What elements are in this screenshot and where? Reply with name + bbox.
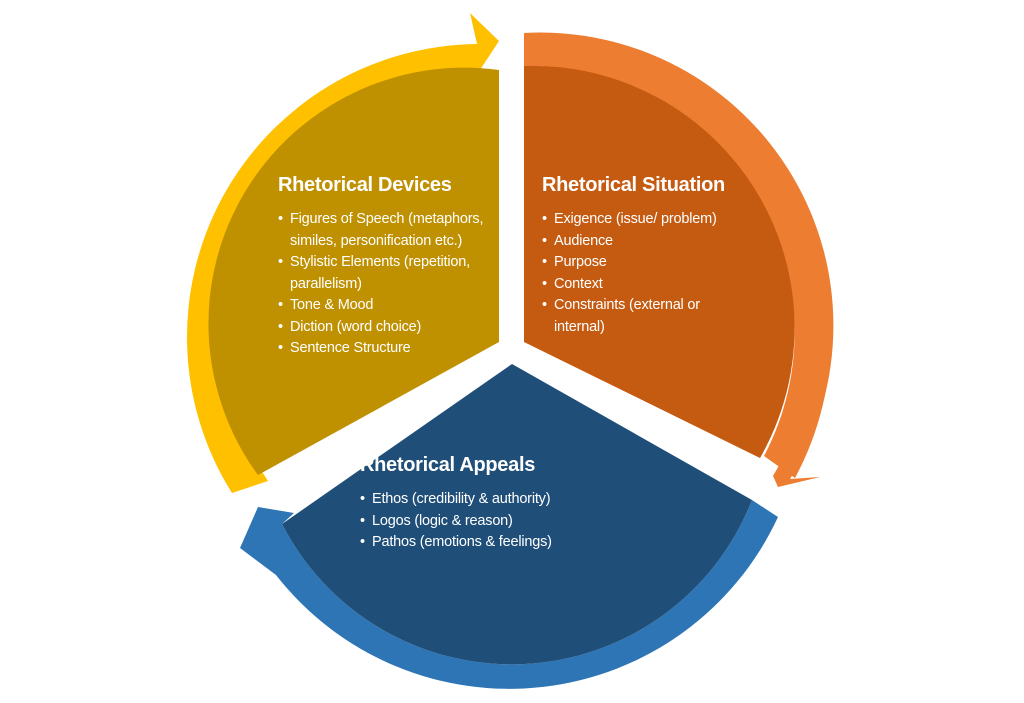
list-item: Audience [542,231,732,253]
situation-panel: Rhetorical Situation Exigence (issue/ pr… [542,174,732,338]
list-item: Diction (word choice) [278,317,486,339]
appeals-list: Ethos (credibility & authority) Logos (l… [360,489,600,554]
list-item: Sentence Structure [278,338,486,360]
appeals-outer-arrow [240,500,778,689]
list-item: Logos (logic & reason) [360,511,600,533]
list-item: Exigence (issue/ problem) [542,209,732,231]
devices-list: Figures of Speech (metaphors, similes, p… [278,209,486,360]
situation-list: Exigence (issue/ problem) Audience Purpo… [542,209,732,338]
list-item: Tone & Mood [278,295,486,317]
situation-outer-band [524,32,832,479]
devices-panel: Rhetorical Devices Figures of Speech (me… [278,174,486,360]
appeals-panel: Rhetorical Appeals Ethos (credibility & … [360,454,600,554]
situation-title: Rhetorical Situation [542,174,725,196]
list-item: Constraints (external or internal) [542,295,732,338]
list-item: Figures of Speech (metaphors, similes, p… [278,209,486,252]
list-item: Purpose [542,252,732,274]
list-item: Ethos (credibility & authority) [360,489,600,511]
list-item: Context [542,274,732,296]
devices-title: Rhetorical Devices [278,174,452,196]
list-item: Stylistic Elements (repetition, parallel… [278,252,486,295]
list-item: Pathos (emotions & feelings) [360,532,600,554]
appeals-title: Rhetorical Appeals [360,454,536,476]
